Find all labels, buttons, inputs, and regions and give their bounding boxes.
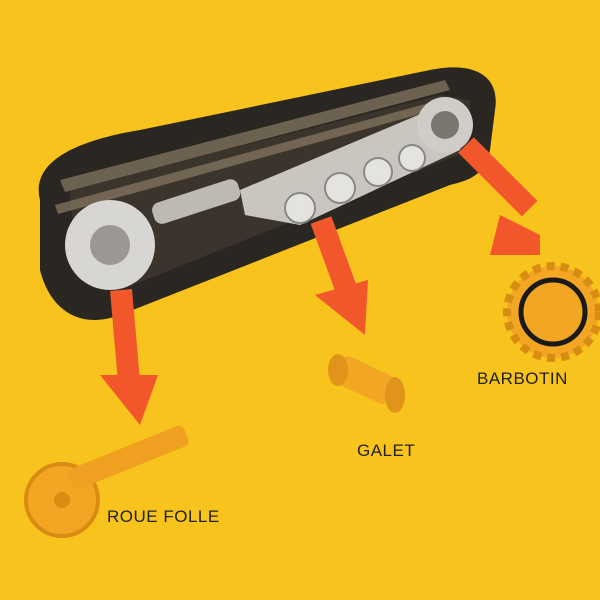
barbotin-sprocket-part — [503, 262, 600, 362]
arrows — [100, 137, 540, 425]
tension-spring — [152, 179, 241, 224]
label-barbotin: BARBOTIN — [477, 369, 568, 388]
arrow-to-barbotin — [458, 137, 540, 255]
arrow-to-roue-folle — [100, 289, 158, 425]
roue-folle-idler-part — [24, 425, 189, 538]
arrow-to-galet — [310, 216, 368, 335]
rubber-track-assembly — [38, 67, 496, 320]
galet-roller-part — [328, 354, 405, 413]
label-roue-folle: ROUE FOLLE — [107, 507, 220, 526]
label-galet: GALET — [357, 441, 416, 460]
rollers — [284, 144, 426, 224]
